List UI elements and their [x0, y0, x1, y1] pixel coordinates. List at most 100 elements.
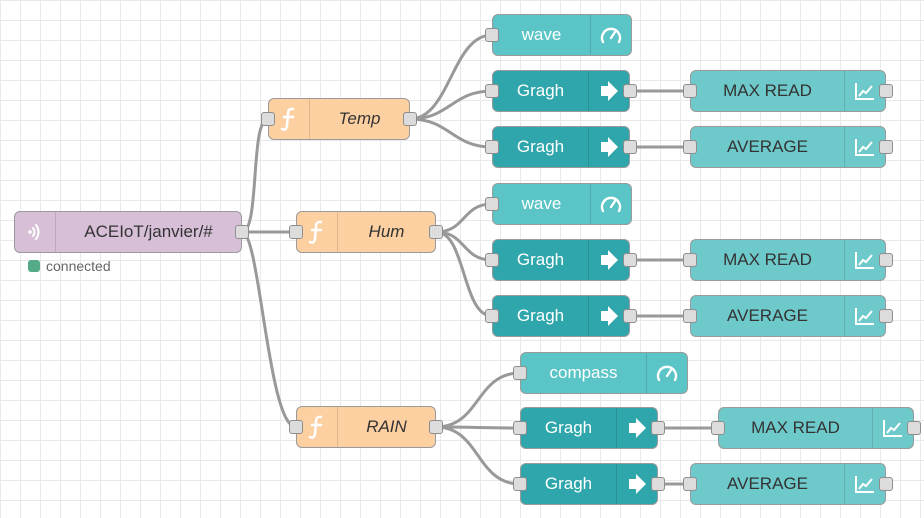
wire — [409, 89, 493, 121]
graph-node-rain-max[interactable]: Gragh — [513, 407, 665, 449]
input-port[interactable] — [513, 366, 527, 380]
status-text: connected — [46, 258, 111, 274]
input-port[interactable] — [485, 197, 499, 211]
chart-node-hum-max-read[interactable]: MAX READ — [683, 239, 893, 281]
chart-node-hum-average[interactable]: AVERAGE — [683, 295, 893, 337]
arrow-right-icon — [588, 127, 629, 167]
function-label: Temp — [338, 109, 381, 128]
output-port[interactable] — [879, 309, 893, 323]
chart-icon — [844, 71, 885, 111]
output-port[interactable] — [907, 421, 921, 435]
output-port[interactable] — [879, 477, 893, 491]
chart-label: AVERAGE — [727, 306, 808, 325]
gauge-icon — [590, 184, 631, 224]
status-dot-icon — [28, 260, 40, 272]
function-node-rain[interactable]: RAIN — [289, 406, 443, 448]
wire — [241, 230, 297, 429]
wire — [435, 202, 493, 234]
output-port[interactable] — [623, 309, 637, 323]
wire — [435, 425, 521, 486]
input-port[interactable] — [513, 421, 527, 435]
gauge-node-wave-temp[interactable]: wave — [485, 14, 632, 56]
chart-label: AVERAGE — [727, 137, 808, 156]
graph-label: Gragh — [544, 474, 593, 493]
wifi-broadcast-icon — [15, 212, 56, 252]
input-port[interactable] — [485, 84, 499, 98]
wire — [435, 230, 493, 262]
input-port[interactable] — [485, 309, 499, 323]
chart-node-temp-average[interactable]: AVERAGE — [683, 126, 893, 168]
graph-label: Gragh — [544, 418, 593, 437]
input-port[interactable] — [289, 225, 303, 239]
function-icon — [297, 212, 338, 252]
graph-node-rain-avg[interactable]: Gragh — [513, 463, 665, 505]
arrow-right-icon — [616, 464, 657, 504]
input-port[interactable] — [485, 28, 499, 42]
input-port[interactable] — [261, 112, 275, 126]
output-port[interactable] — [651, 421, 665, 435]
output-port[interactable] — [879, 253, 893, 267]
graph-node-hum-max[interactable]: Gragh — [485, 239, 637, 281]
chart-node-rain-average[interactable]: AVERAGE — [683, 463, 893, 505]
graph-label: Gragh — [516, 250, 565, 269]
output-port[interactable] — [235, 225, 249, 239]
wire — [409, 33, 493, 121]
output-port[interactable] — [651, 477, 665, 491]
arrow-right-icon — [588, 71, 629, 111]
output-port[interactable] — [429, 225, 443, 239]
chart-node-rain-max-read[interactable]: MAX READ — [711, 407, 921, 449]
wire — [241, 117, 269, 234]
chart-icon — [844, 296, 885, 336]
function-node-hum[interactable]: Hum — [289, 211, 443, 253]
graph-node-hum-avg[interactable]: Gragh — [485, 295, 637, 337]
gauge-label: wave — [521, 194, 562, 213]
graph-node-temp-max[interactable]: Gragh — [485, 70, 637, 112]
input-port[interactable] — [485, 140, 499, 154]
input-port[interactable] — [513, 477, 527, 491]
arrow-right-icon — [616, 408, 657, 448]
mqtt-in-node[interactable]: ACEIoT/janvier/# — [14, 211, 249, 253]
output-port[interactable] — [623, 253, 637, 267]
gauge-label: compass — [549, 363, 618, 382]
wire — [435, 230, 493, 318]
arrow-right-icon — [588, 296, 629, 336]
gauge-icon — [590, 15, 631, 55]
output-port[interactable] — [403, 112, 417, 126]
chart-icon — [844, 464, 885, 504]
wire — [435, 425, 521, 430]
wire — [435, 371, 521, 429]
input-port[interactable] — [485, 253, 499, 267]
output-port[interactable] — [429, 420, 443, 434]
input-port[interactable] — [683, 309, 697, 323]
output-port[interactable] — [623, 84, 637, 98]
output-port[interactable] — [879, 84, 893, 98]
wire — [409, 117, 493, 149]
chart-icon — [844, 127, 885, 167]
node-status: connected — [28, 258, 111, 274]
input-port[interactable] — [289, 420, 303, 434]
chart-label: MAX READ — [723, 250, 812, 269]
gauge-node-compass[interactable]: compass — [513, 352, 688, 394]
chart-node-temp-max-read[interactable]: MAX READ — [683, 70, 893, 112]
chart-label: AVERAGE — [727, 474, 808, 493]
gauge-icon — [646, 353, 687, 393]
graph-label: Gragh — [516, 81, 565, 100]
chart-icon — [844, 240, 885, 280]
input-port[interactable] — [683, 253, 697, 267]
gauge-node-wave-hum[interactable]: wave — [485, 183, 632, 225]
graph-node-temp-avg[interactable]: Gragh — [485, 126, 637, 168]
input-port[interactable] — [711, 421, 725, 435]
function-icon — [297, 407, 338, 447]
input-port[interactable] — [683, 477, 697, 491]
output-port[interactable] — [623, 140, 637, 154]
output-port[interactable] — [879, 140, 893, 154]
input-port[interactable] — [683, 140, 697, 154]
input-port[interactable] — [683, 84, 697, 98]
function-label: Hum — [368, 222, 405, 241]
chart-icon — [872, 408, 913, 448]
function-label: RAIN — [366, 417, 407, 436]
function-node-temp[interactable]: Temp — [261, 98, 417, 140]
function-icon — [269, 99, 310, 139]
chart-label: MAX READ — [751, 418, 840, 437]
gauge-label: wave — [521, 25, 562, 44]
